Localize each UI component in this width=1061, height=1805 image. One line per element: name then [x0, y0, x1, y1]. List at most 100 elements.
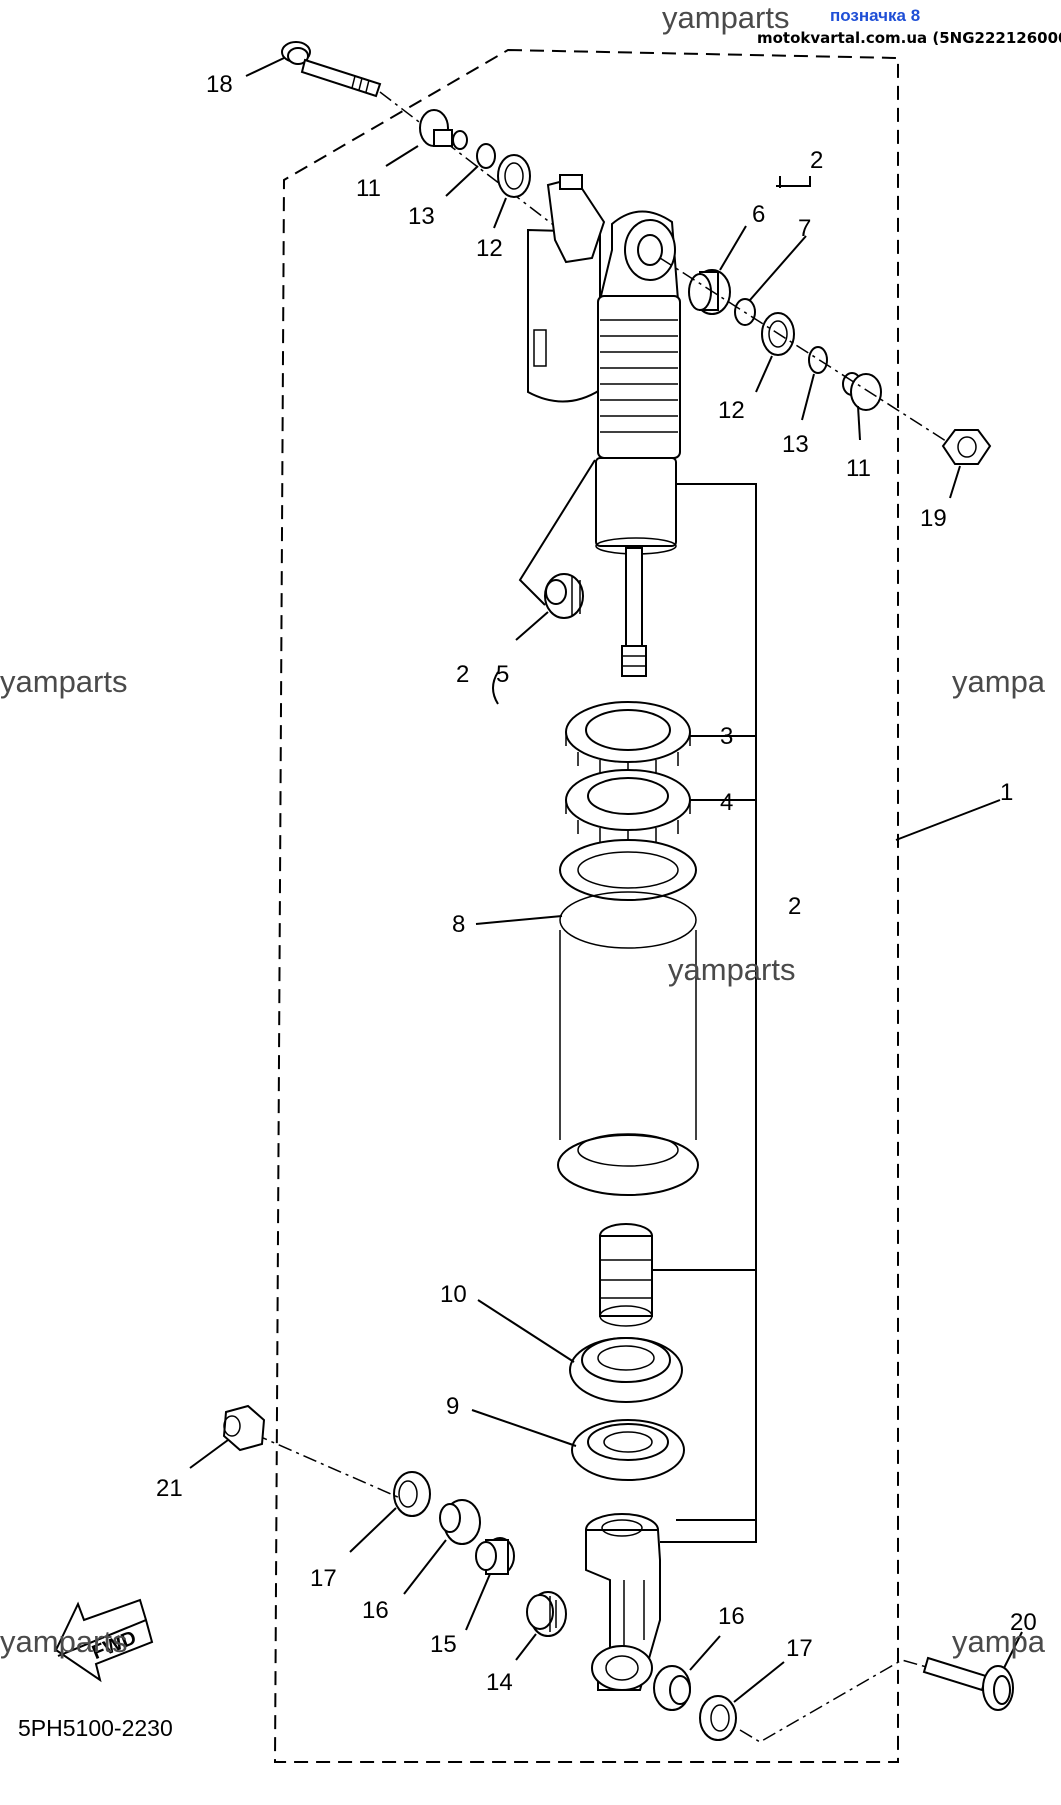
axis-line-bottom-right	[739, 1659, 931, 1743]
callout-2-top: 2	[810, 147, 823, 174]
part-14-bearing	[526, 1591, 567, 1637]
callout-21: 21	[156, 1475, 183, 1502]
shock-adjuster-body	[597, 295, 681, 459]
leader-12a	[493, 197, 507, 229]
part-21-nut	[222, 1404, 266, 1452]
shock-lower-clevis	[585, 1513, 661, 1691]
leader-11b	[857, 405, 861, 441]
part-12-seal	[497, 154, 531, 198]
callout-12-right: 12	[718, 397, 745, 424]
callout-4: 4	[720, 789, 733, 816]
leader-17a	[349, 1507, 397, 1553]
part-13-oring-right	[808, 346, 828, 374]
leader-15	[465, 1573, 491, 1631]
callout-1: 1	[1000, 779, 1013, 806]
callout-10: 10	[440, 1281, 467, 1308]
callout-17-right: 17	[786, 1635, 813, 1662]
callout-13-right: 13	[782, 431, 809, 458]
diagram-code: 5PH5100-2230	[18, 1715, 173, 1741]
callout-8: 8	[452, 911, 465, 938]
part-13-oring	[476, 143, 496, 169]
axis-line-right	[659, 257, 961, 451]
part-6-bushing	[688, 269, 731, 315]
part-3-lock-ring	[565, 701, 691, 776]
part-15-spacer	[475, 1537, 515, 1575]
header-label: позначка 8	[830, 6, 920, 25]
callout-14: 14	[486, 1669, 513, 1696]
watermark-left: yamparts	[0, 664, 127, 699]
header-watermark: yamparts	[662, 0, 789, 35]
callout-3: 3	[720, 723, 733, 750]
leader-16b	[689, 1635, 721, 1671]
part-4-adjuster-ring	[565, 769, 691, 844]
bracket-2-ticks	[652, 735, 756, 1521]
callout-13: 13	[408, 203, 435, 230]
part-16-seal-right	[653, 1665, 691, 1711]
shock-cylinder	[595, 457, 677, 555]
part-16-seal-left	[439, 1499, 481, 1545]
callout-9: 9	[446, 1393, 459, 1420]
bump-stop	[599, 1223, 653, 1327]
part-18-bolt	[281, 41, 382, 98]
part-11-collar	[419, 109, 468, 150]
callout-2-right: 2	[788, 893, 801, 920]
watermark-right: yampa	[952, 664, 1046, 699]
leader-21	[189, 1439, 229, 1469]
part-20-bolt	[922, 1656, 1014, 1711]
leader-7	[749, 235, 807, 301]
leader-20	[1003, 1631, 1023, 1669]
leader-5b	[515, 611, 549, 641]
leader-19	[949, 465, 961, 499]
leader-17b	[733, 1661, 785, 1703]
header-source: motokvartal.com.ua (5NG222126000)	[757, 29, 1061, 47]
part-17-washer-left	[393, 1471, 431, 1517]
leader-5	[518, 459, 596, 606]
assembly-boundary	[273, 48, 899, 1763]
callout-16-left: 16	[362, 1597, 389, 1624]
callout-18: 18	[206, 71, 233, 98]
part-19-nut	[941, 429, 992, 465]
callout-2-left: 2	[456, 661, 469, 688]
part-10-spring-seat	[569, 1337, 683, 1403]
leader-11a	[385, 145, 419, 167]
callout-16-right: 16	[718, 1603, 745, 1630]
axis-line-bottom-left	[253, 1433, 401, 1499]
callout-11-right: 11	[846, 455, 871, 482]
bracket-2-top	[776, 176, 811, 188]
leader-6	[719, 225, 747, 271]
callout-15: 15	[430, 1631, 457, 1658]
leader-1	[895, 799, 1001, 841]
watermark-center: yamparts	[668, 952, 795, 987]
leader-12b	[755, 355, 773, 393]
callout-19: 19	[920, 505, 947, 532]
callout-7: 7	[798, 215, 811, 242]
leader-9	[471, 1409, 577, 1447]
leader-13b	[801, 373, 815, 421]
leader-16a	[403, 1539, 447, 1595]
leader-13a	[445, 165, 479, 197]
part-8-spring	[557, 839, 699, 1196]
shock-rod	[621, 547, 647, 677]
watermark-bottom-right: yampa	[952, 1624, 1046, 1659]
bracket-2-line	[660, 483, 757, 1543]
bracket-5	[492, 671, 499, 705]
callout-11: 11	[356, 175, 381, 202]
part-9-spring-guide	[571, 1419, 685, 1481]
leader-8	[475, 915, 563, 925]
part-5-adjuster	[544, 573, 584, 619]
leader-14	[515, 1633, 537, 1661]
callout-5: 5	[496, 661, 509, 688]
leader-18	[245, 57, 285, 77]
shock-reservoir	[527, 174, 606, 403]
callout-12: 12	[476, 235, 503, 262]
callout-6: 6	[752, 201, 765, 228]
callout-17-left: 17	[310, 1565, 337, 1592]
shock-top-eye	[598, 210, 680, 301]
part-17-washer-right	[699, 1695, 737, 1741]
watermark-bottom-left: yamparts	[0, 1624, 127, 1659]
callout-20: 20	[1010, 1609, 1037, 1636]
leader-10	[477, 1299, 575, 1363]
axis-line-top	[379, 91, 561, 231]
